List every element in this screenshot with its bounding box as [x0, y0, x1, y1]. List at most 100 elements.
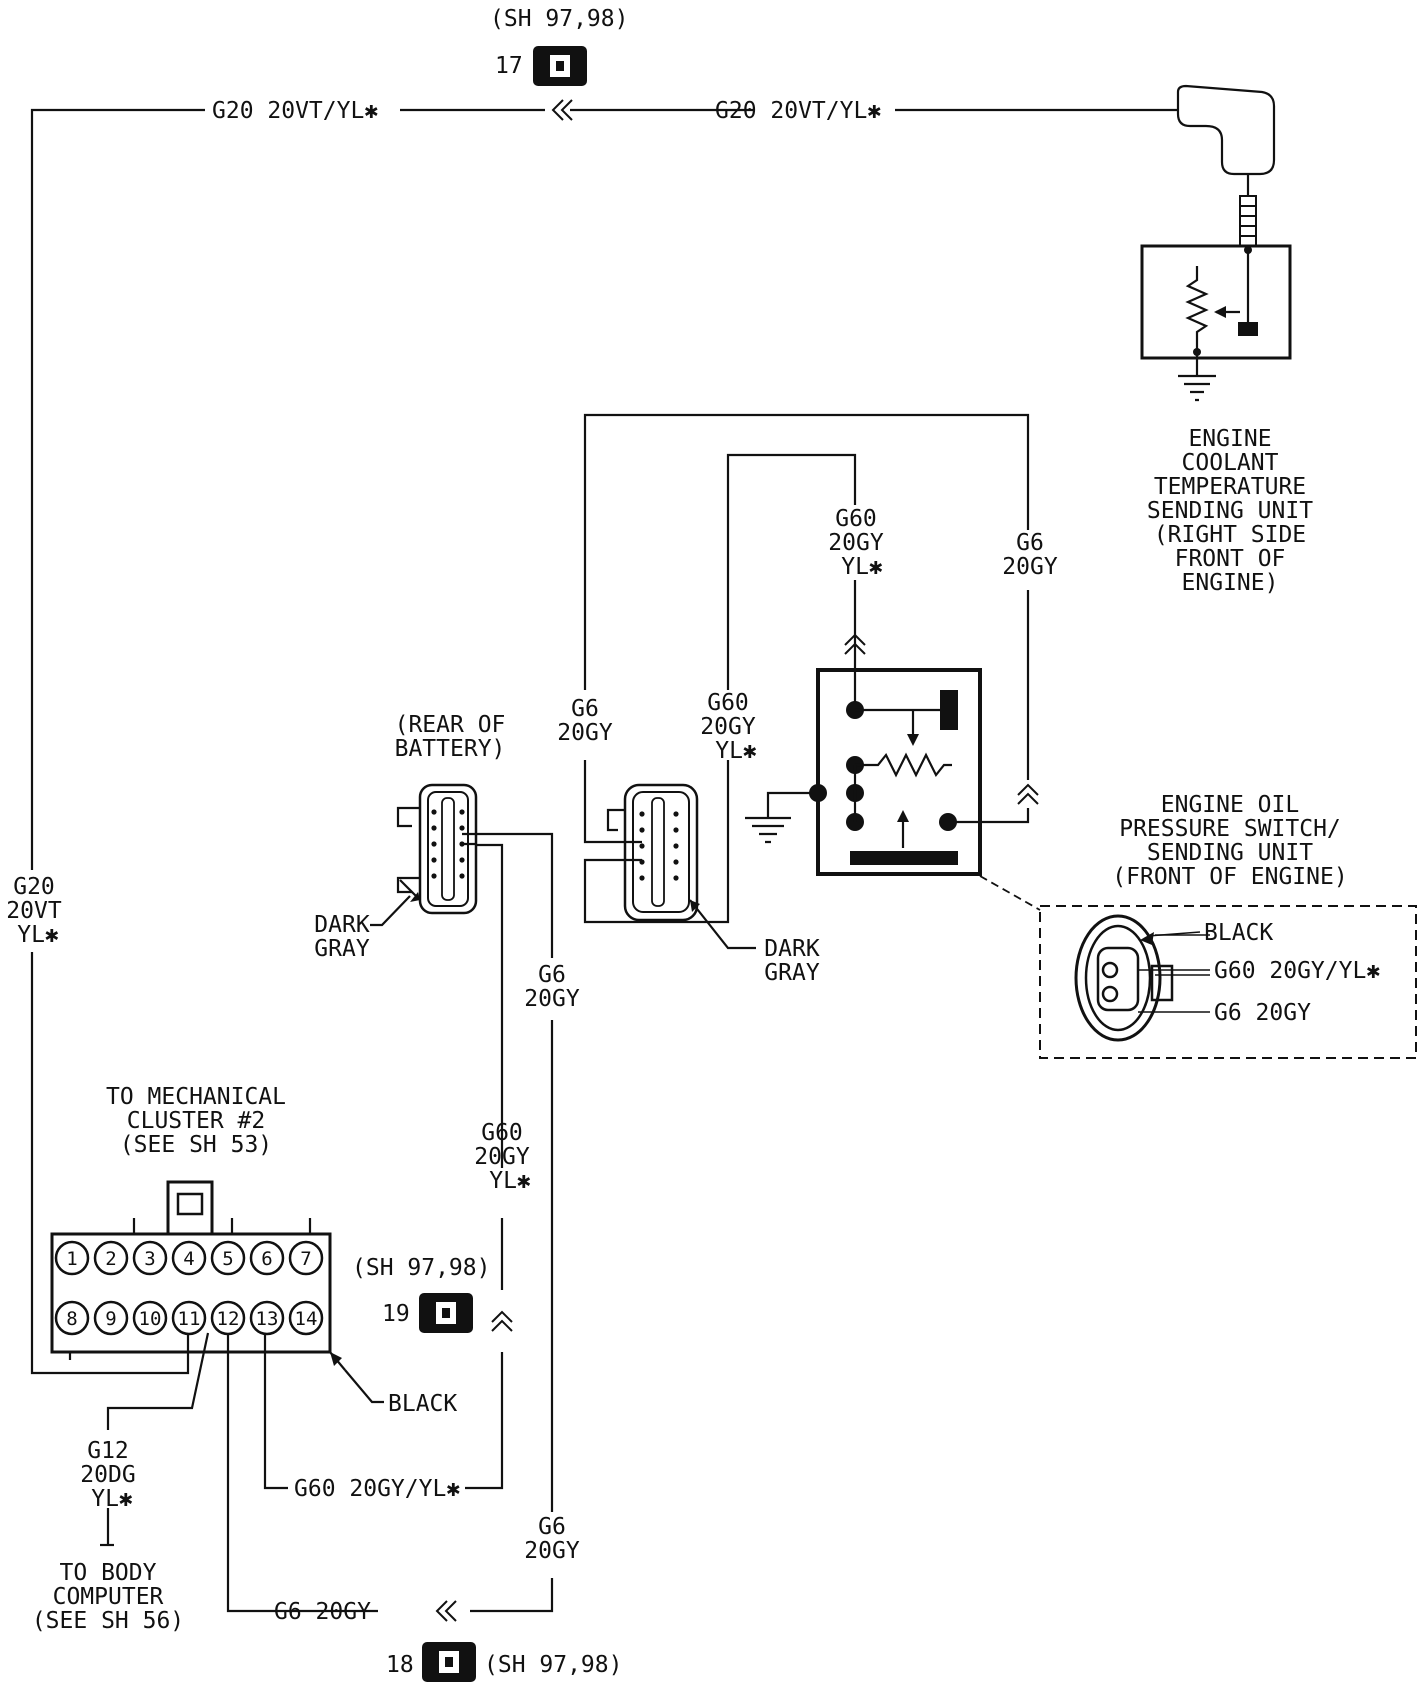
wire-label-top-left: G20 20VT/YL✱ — [212, 98, 378, 124]
cluster-pin-5 — [210, 1240, 246, 1276]
oil-switch-contact — [940, 690, 958, 730]
svg-text:COMPUTER: COMPUTER — [53, 1584, 164, 1610]
svg-text:YL✱: YL✱ — [715, 738, 757, 764]
wire-label-top-right: G20 20VT/YL✱ — [715, 98, 881, 124]
wire-label-relay-right: G6 20GY — [1002, 530, 1058, 580]
svg-text:20GY: 20GY — [828, 530, 884, 556]
cluster-connector-latch — [166, 1180, 214, 1236]
connector-18-ref: (SH 97,98) — [484, 1652, 622, 1678]
cluster-pin-label-8: 8 — [66, 1308, 77, 1330]
svg-text:G60: G60 — [707, 690, 749, 716]
cluster-pin-label-1: 1 — [66, 1248, 77, 1270]
inset-box — [1039, 905, 1417, 1059]
inline-chevron-19 — [491, 1310, 513, 1332]
inline-chevron-top — [551, 99, 573, 121]
svg-text:20GY: 20GY — [524, 986, 580, 1012]
inline-chevron-relay-top — [844, 633, 866, 655]
wire-g20-top — [30, 108, 1178, 1375]
oil-switch-connector-inset: BLACK G60 20GY/YL✱ G6 20GY — [1039, 905, 1417, 1059]
battery-connector-body — [418, 783, 478, 915]
inline-chevron-bottom — [435, 1600, 457, 1622]
battery-label: (REAR OF BATTERY) — [395, 712, 506, 762]
cluster-color-label: BLACK — [388, 1391, 457, 1417]
svg-text:DARK: DARK — [314, 912, 370, 938]
svg-text:PRESSURE SWITCH/: PRESSURE SWITCH/ — [1119, 816, 1341, 842]
cluster-pin-label-10: 10 — [139, 1308, 162, 1330]
svg-text:20GY: 20GY — [557, 720, 613, 746]
cluster-pin-label-2: 2 — [105, 1248, 116, 1270]
cluster-pin-4 — [171, 1240, 207, 1276]
svg-text:20DG: 20DG — [80, 1462, 135, 1488]
wire-inset-leader — [1155, 934, 1210, 976]
inset-pin1-label: G60 20GY/YL✱ — [1214, 958, 1380, 984]
svg-text:ENGINE: ENGINE — [1188, 426, 1271, 452]
sending-unit-gauge-icon — [1176, 84, 1276, 176]
svg-text:G60: G60 — [835, 506, 877, 532]
wire-label-lower-g6: G6 20GY — [524, 1514, 580, 1564]
cluster-pin-label-12: 12 — [217, 1308, 240, 1330]
svg-text:GRAY: GRAY — [314, 936, 370, 962]
oil-switch-diaphragm — [850, 851, 958, 865]
svg-text:SENDING UNIT: SENDING UNIT — [1147, 498, 1313, 524]
svg-text:GRAY: GRAY — [764, 960, 820, 986]
svg-text:TO MECHANICAL: TO MECHANICAL — [106, 1084, 286, 1110]
inset-color-label: BLACK — [1204, 920, 1273, 946]
svg-text:ENGINE OIL: ENGINE OIL — [1161, 792, 1299, 818]
wire-label-left-vertical: G20 20VT YL✱ — [6, 870, 62, 952]
svg-text:G20: G20 — [13, 874, 55, 900]
cluster-pin-7 — [288, 1240, 324, 1276]
variable-resistor-icon — [1185, 266, 1209, 352]
wire-label-relay-left-g6: G6 20GY — [557, 696, 613, 746]
svg-text:FRONT OF: FRONT OF — [1175, 546, 1286, 572]
wire-label-relay-left-g60: G60 20GY YL✱ — [700, 690, 757, 764]
cluster-pin-1 — [54, 1240, 90, 1276]
cluster-pin-label-5: 5 — [222, 1248, 233, 1270]
connector-17: (SH 97,98) 17 — [490, 6, 628, 86]
coolant-sending-unit — [1140, 84, 1292, 402]
svg-text:ENGINE): ENGINE) — [1182, 570, 1279, 596]
battery-connector — [396, 783, 490, 915]
wire-g12 — [106, 1332, 210, 1545]
svg-text:G6: G6 — [1016, 530, 1044, 556]
cluster-pin-label-3: 3 — [144, 1248, 155, 1270]
wire-label-g12: G12 20DG YL✱ — [80, 1438, 135, 1512]
svg-text:CLUSTER #2: CLUSTER #2 — [127, 1108, 265, 1134]
cluster-pin-3 — [132, 1240, 168, 1276]
wire-g6-relay — [583, 413, 1030, 844]
cluster-pin-label-7: 7 — [300, 1248, 311, 1270]
svg-text:G6: G6 — [538, 1514, 566, 1540]
cluster-pin-9 — [93, 1300, 129, 1336]
svg-text:(REAR OF: (REAR OF — [395, 712, 506, 738]
oil-switch-body — [816, 668, 982, 876]
cluster-pin-label-9: 9 — [105, 1308, 116, 1330]
dark-gray-left-leader — [370, 895, 411, 927]
wire-label-relay-top: G60 20GY YL✱ — [828, 506, 884, 580]
sending-unit-threads — [1239, 195, 1257, 247]
svg-text:(FRONT OF ENGINE): (FRONT OF ENGINE) — [1112, 864, 1347, 890]
cluster-pin-8 — [54, 1300, 90, 1336]
inline-connectors — [435, 99, 1039, 1622]
connector-18: 18 (SH 97,98) — [386, 1642, 622, 1682]
cluster-pin-13 — [249, 1300, 285, 1336]
connector-18-number: 18 — [386, 1652, 414, 1678]
inset-dashed-leader — [979, 875, 1041, 911]
dark-gray-label-left: DARK GRAY — [314, 912, 370, 962]
svg-text:TEMPERATURE: TEMPERATURE — [1154, 474, 1306, 500]
svg-text:G60: G60 — [481, 1120, 523, 1146]
oil-switch-resistor-icon — [855, 752, 952, 778]
svg-text:(RIGHT SIDE: (RIGHT SIDE — [1154, 522, 1306, 548]
svg-text:YL✱: YL✱ — [841, 554, 883, 580]
engine-connector-body — [623, 783, 699, 922]
wire-label-mid-g6: G6 20GY — [524, 962, 580, 1012]
cluster-pin-11 — [171, 1300, 207, 1336]
body-computer-label: TO BODY COMPUTER (SEE SH 56) — [32, 1560, 184, 1634]
inline-chevron-relay-right — [1017, 783, 1039, 805]
wire-g6-bottom — [226, 832, 554, 1613]
wire-label-g6-bottom: G6 20GY — [274, 1599, 371, 1625]
connector-17-number: 17 — [495, 53, 523, 79]
svg-text:G6: G6 — [538, 962, 566, 988]
wire-g60-bottom — [263, 843, 504, 1490]
